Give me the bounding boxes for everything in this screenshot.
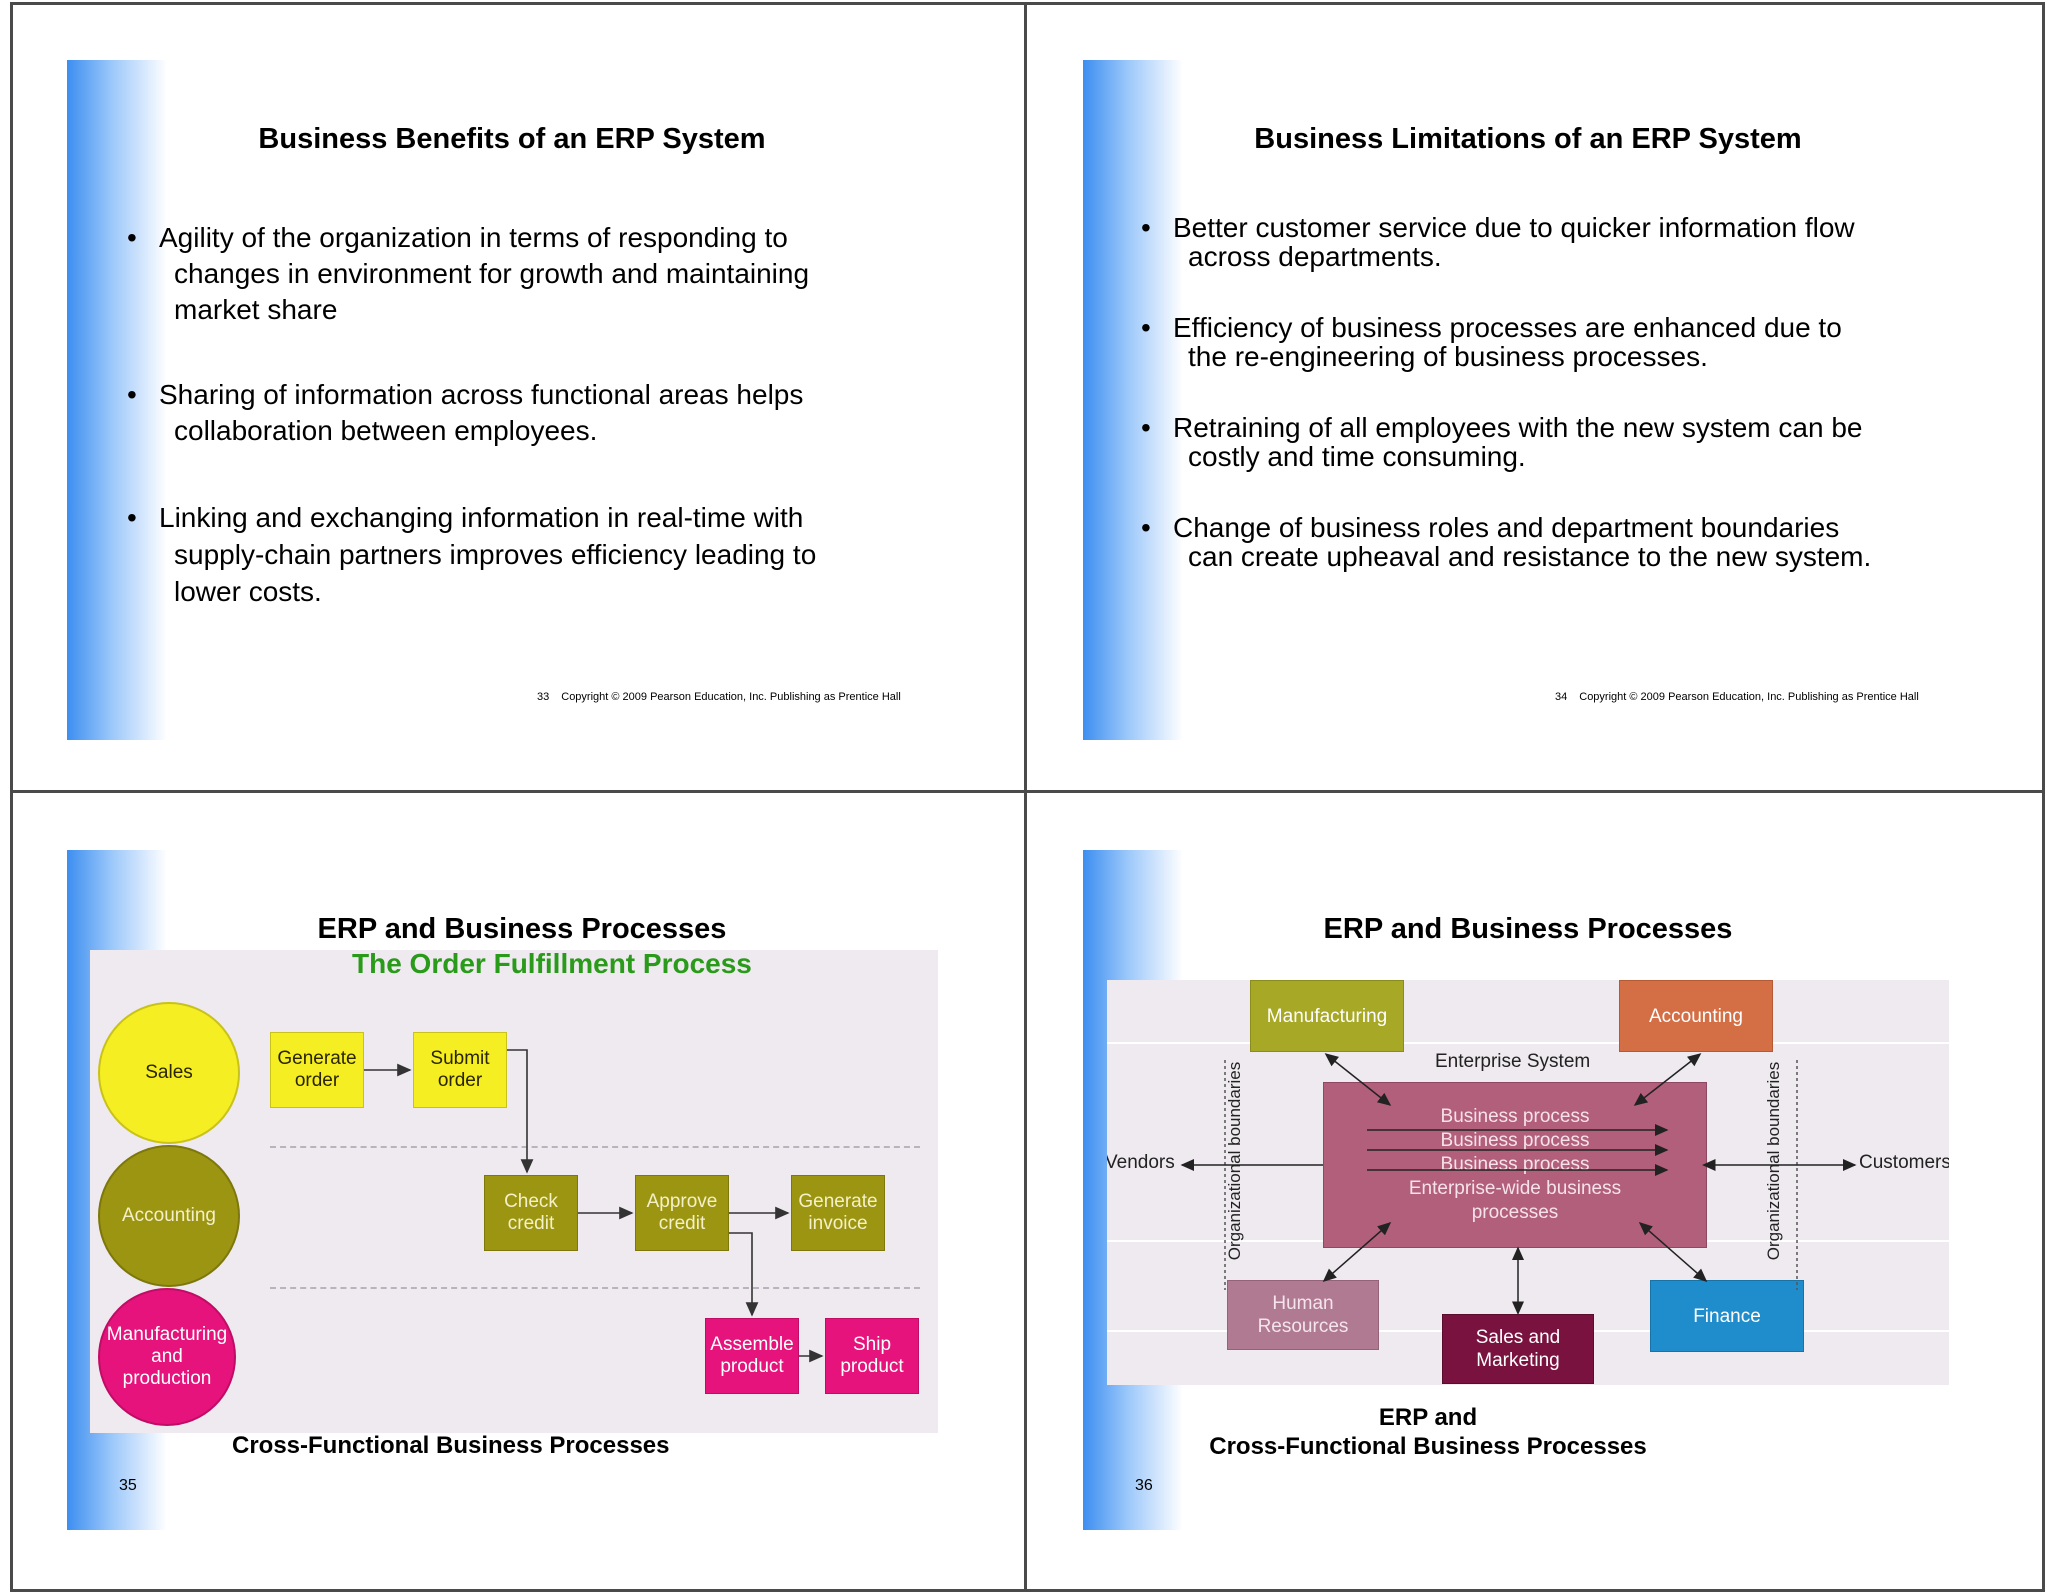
arrow-manufacturing [1324, 1053, 1392, 1106]
bullet-item: Retraining of all employees with the new… [1141, 413, 1871, 471]
bullet-list: Better customer service due to quicker i… [1141, 213, 1871, 571]
bullet-item: Better customer service due to quicker i… [1141, 213, 1871, 271]
process-line: Business process [1440, 1106, 1590, 1127]
dept-accounting: Accounting [1619, 980, 1773, 1052]
band-line [1107, 1042, 1949, 1044]
caption-line-2: Cross-Functional Business Processes [1209, 1433, 1647, 1460]
bullet-item: Efficiency of business processes are enh… [1141, 313, 1871, 371]
lane-divider [270, 1146, 920, 1148]
vendors-label: Vendors [1107, 1152, 1175, 1173]
copyright-text: Copyright © 2009 Pearson Education, Inc.… [1579, 691, 1919, 703]
dept-human-resources: Human Resources [1227, 1280, 1379, 1350]
slide-caption: Cross-Functional Business Processes [232, 1432, 670, 1459]
bullet-item: Linking and exchanging information in re… [127, 499, 816, 610]
system-arrows [1180, 1053, 1857, 1315]
step-submit-order: Submit order [413, 1032, 507, 1108]
lane-manufacturing: Manufacturing and production [98, 1288, 236, 1426]
horizontal-divider [10, 790, 2045, 793]
arrow-submit-to-check [507, 1049, 534, 1174]
step-check-credit: Check credit [484, 1175, 578, 1251]
step-generate-invoice: Generate invoice [791, 1175, 885, 1251]
arrow-hr [1322, 1222, 1392, 1282]
step-generate-order: Generate order [270, 1032, 364, 1108]
dept-finance: Finance [1650, 1280, 1804, 1352]
diagram-title: The Order Fulfillment Process [352, 950, 752, 979]
process-line: Business process [1440, 1130, 1590, 1151]
arrow-approve-to-assemble [729, 1232, 759, 1317]
slide-36: ERP and Business Processes Manufacturing… [1028, 795, 2028, 1575]
step-assemble-product: Assemble product [705, 1318, 799, 1394]
enterprise-system-diagram: Manufacturing Accounting Enterprise Syst… [1107, 980, 1949, 1385]
customers-label: Customers [1859, 1152, 1949, 1173]
step-ship-product: Ship product [825, 1318, 919, 1394]
slide-number: 36 [1135, 1477, 1153, 1494]
arrow-accounting [1633, 1053, 1702, 1106]
copyright-text: Copyright © 2009 Pearson Education, Inc.… [561, 691, 901, 703]
bullet-list: Agility of the organization in terms of … [127, 220, 816, 610]
caption-line-1: ERP and [1378, 1404, 1478, 1431]
slide-footer: 33 Copyright © 2009 Pearson Education, In… [537, 691, 901, 703]
dept-manufacturing: Manufacturing [1250, 980, 1404, 1052]
slide-footer: 34 Copyright © 2009 Pearson Education, In… [1555, 691, 1919, 703]
slide-number: 34 [1555, 691, 1568, 703]
slide-caption: ERP and Cross-Functional Business Proces… [1188, 1403, 1668, 1461]
slide-35: ERP and Business Processes The Order Ful… [12, 795, 1012, 1575]
bullet-item: Sharing of information across functional… [127, 377, 816, 449]
slide-accent-stripe [1083, 60, 1183, 740]
step-approve-credit: Approve credit [635, 1175, 729, 1251]
enterprise-system-label: Enterprise System [1435, 1051, 1591, 1072]
vertical-divider [1024, 2, 1027, 1592]
flow-arrows [364, 1049, 824, 1363]
slide-33: Business Benefits of an ERP System Agili… [12, 5, 1012, 785]
slide-number: 35 [119, 1477, 137, 1494]
slide-34: Business Limitations of an ERP System Be… [1028, 5, 2028, 785]
slide-title: Business Benefits of an ERP System [258, 123, 766, 155]
slide-number: 33 [537, 691, 550, 703]
dept-sales-marketing: Sales and Marketing [1442, 1314, 1594, 1384]
order-fulfillment-diagram: The Order Fulfillment Process Sales Acco… [90, 950, 938, 1433]
lane-accounting: Accounting [98, 1145, 240, 1287]
slide-title: ERP and Business Processes [317, 913, 727, 945]
arrow-finance [1638, 1222, 1708, 1282]
slide-title: Business Limitations of an ERP System [1254, 123, 1802, 155]
lane-sales: Sales [98, 1002, 240, 1144]
bullet-item: Agility of the organization in terms of … [127, 220, 816, 328]
process-line: Enterprise-wide business processes [1408, 1178, 1622, 1223]
bullet-item: Change of business roles and department … [1141, 513, 1871, 571]
slide-title: ERP and Business Processes [1323, 913, 1733, 945]
lane-divider [270, 1287, 920, 1289]
